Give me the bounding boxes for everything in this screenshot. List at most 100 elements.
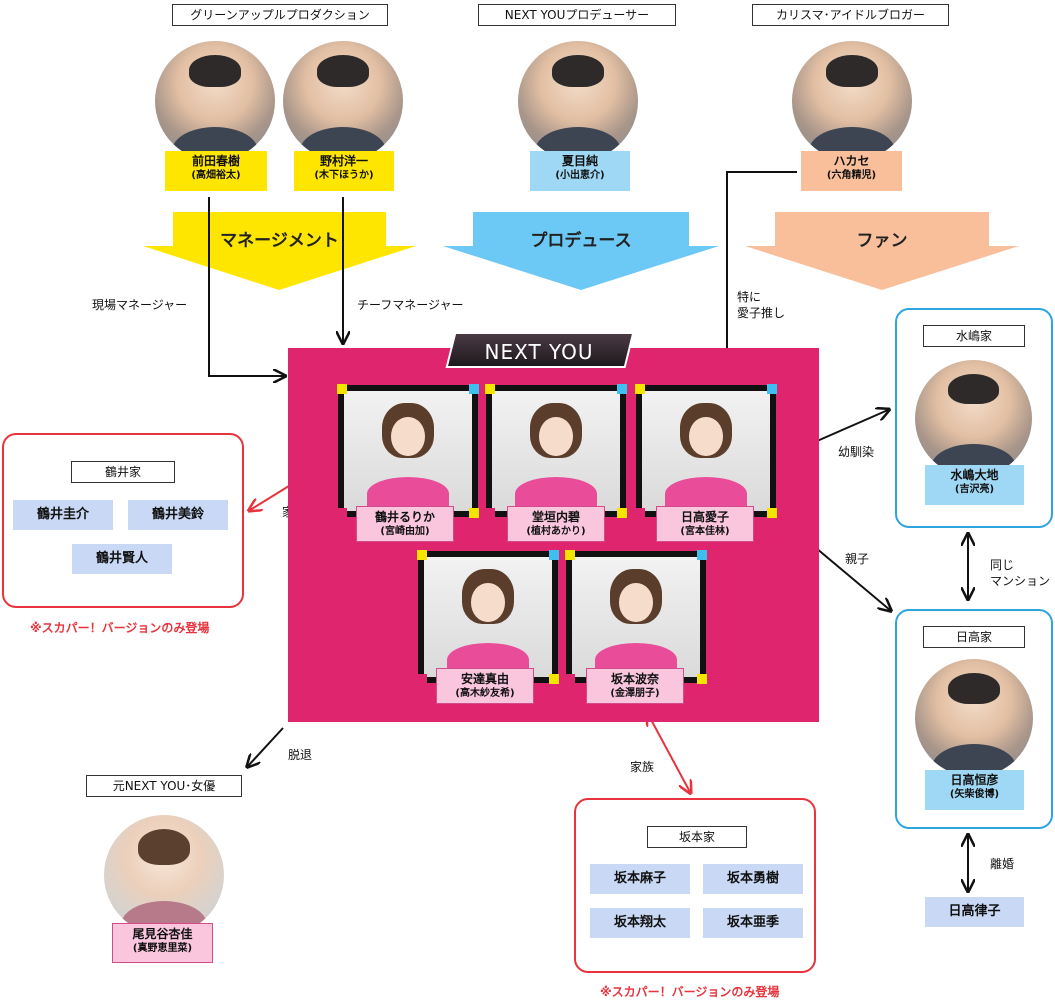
name-text: 野村洋一 [319, 154, 368, 168]
frame-corner-mark [617, 384, 627, 394]
namecard-nomura: 野村洋一 (木下ほうか) [294, 151, 394, 191]
frame-corner-mark [485, 384, 495, 394]
actor-text: (吉沢亮) [954, 484, 995, 495]
label-same-1: 同じ [990, 558, 1015, 572]
label-childhood: 幼馴染 [838, 445, 875, 459]
member-frame-mayu [417, 550, 559, 684]
member-frame-aiko [635, 384, 777, 518]
hidaka-family-box [895, 609, 1053, 829]
sakamoto-family-title: 坂本家 [647, 826, 747, 848]
line-hakase-aiko [727, 171, 797, 381]
namecard-natsume: 夏目純 (小出恵介) [530, 151, 630, 191]
actor-text: (矢柴俊博) [949, 789, 1000, 800]
sakamoto-member-aki: 坂本亜季 [703, 908, 803, 938]
actor-text: (宮崎由加) [380, 526, 430, 537]
tsurui-member-misuzu: 鶴井美鈴 [128, 500, 228, 530]
namecard-hakase: ハカセ (六角精児) [801, 151, 902, 191]
name-text: ハカセ [833, 154, 870, 168]
name-text: 夏目純 [561, 154, 598, 168]
member-card-rurika: 鶴井るりか (宮崎由加) [356, 506, 454, 542]
arrow-fan: ファン [745, 212, 1019, 290]
line-field-manager [208, 197, 284, 376]
sakamoto-family-box [574, 798, 816, 973]
namecard-omiya: 尾見谷杏佳 (真野恵里菜) [112, 923, 213, 963]
tsurui-member-keisuke: 鶴井圭介 [13, 500, 113, 530]
frame-corner-mark [469, 508, 479, 518]
frame-corner-mark [337, 384, 347, 394]
arrow-produce: プロデュース [443, 212, 719, 290]
name-text: 前田春樹 [191, 154, 240, 168]
arrow-produce-label: プロデュース [530, 231, 632, 251]
next-you-title: NEXT YOU [484, 340, 595, 364]
frame-corner-mark [617, 508, 627, 518]
photo-mizushima [915, 360, 1032, 477]
arrow-management: マネージメント [143, 212, 416, 290]
actor-text: (木下ほうか) [314, 170, 374, 181]
name-text: 堂垣内碧 [531, 510, 580, 524]
frame-corner-mark [635, 384, 645, 394]
label-family-bottom: 家族 [630, 760, 655, 774]
namecard-mizushima: 水嶋大地 (吉沢亮) [925, 465, 1024, 505]
hidaka-ritsuko: 日高律子 [925, 897, 1024, 927]
photo-hidaka [915, 659, 1033, 777]
name-text: 安達真由 [460, 672, 509, 686]
hidaka-family-title: 日高家 [923, 626, 1025, 648]
name-text: 坂本波奈 [610, 672, 659, 686]
name-text: 尾見谷杏佳 [132, 927, 193, 941]
header-green-apple: グリーンアップルプロダクション [172, 4, 388, 26]
name-text: 水嶋大地 [950, 468, 999, 482]
label-especially-2: 愛子推し [737, 306, 786, 320]
actor-text: (金澤朋子) [610, 688, 660, 699]
frame-corner-mark [565, 550, 575, 560]
tsurui-note: ※スカパー！バージョンのみ登場 [30, 621, 210, 635]
frame-corner-mark [767, 384, 777, 394]
frame-corner-mark [767, 508, 777, 518]
member-card-mayu: 安達真由 (高木紗友希) [436, 668, 534, 704]
actor-text: (高畑裕太) [191, 170, 241, 181]
actor-text: (六角精児) [826, 170, 877, 181]
mizushima-family-box [895, 308, 1053, 528]
next-you-banner: NEXT YOU [445, 332, 635, 368]
frame-corner-mark [417, 674, 427, 684]
line-retired [248, 727, 284, 766]
actor-text: (高木紗友希) [455, 688, 515, 699]
actor-text: (宮本佳林) [680, 526, 730, 537]
mizushima-family-title: 水嶋家 [923, 325, 1025, 347]
tsurui-member-kento: 鶴井賢人 [72, 544, 172, 574]
arrow-fan-shape [745, 212, 1019, 290]
arrow-management-label: マネージメント [220, 231, 339, 251]
name-text: 日高愛子 [680, 510, 729, 524]
frame-corner-mark [549, 550, 559, 560]
label-retired: 脱退 [288, 748, 313, 762]
photo-nomura [283, 41, 403, 161]
arrow-produce-shape [443, 212, 719, 290]
label-parent-child: 親子 [845, 552, 870, 566]
former-member-header: 元NEXT YOU･女優 [86, 775, 242, 797]
arrow-management-shape [143, 212, 416, 290]
frame-corner-mark [697, 674, 707, 684]
actor-text: (真野恵里菜) [132, 943, 193, 954]
frame-corner-mark [417, 550, 427, 560]
arrow-fan-label: ファン [856, 231, 908, 251]
photo-omiya [104, 815, 224, 935]
namecard-maeda: 前田春樹 (高畑裕太) [165, 151, 267, 191]
actor-text: (植村あかり) [526, 526, 586, 537]
member-card-midori: 堂垣内碧 (植村あかり) [507, 506, 605, 542]
member-card-hana: 坂本波奈 (金澤朋子) [586, 668, 684, 704]
frame-corner-mark [337, 508, 347, 518]
sakamoto-member-shota: 坂本翔太 [590, 908, 690, 938]
member-frame-hana [565, 550, 707, 684]
namecard-hidaka: 日高恒彦 (矢柴俊博) [925, 770, 1024, 810]
member-frame-rurika [337, 384, 479, 518]
photo-hakase [792, 41, 912, 161]
name-text: 日高恒彦 [950, 773, 999, 787]
label-chief-manager: チーフマネージャー [357, 298, 464, 312]
sakamoto-member-asako: 坂本麻子 [590, 864, 690, 894]
header-next-you-producer: NEXT YOUプロデューサー [478, 4, 676, 26]
tsurui-family-title: 鶴井家 [71, 461, 175, 483]
label-especially-1: 特に [737, 290, 762, 304]
member-card-aiko: 日高愛子 (宮本佳林) [656, 506, 754, 542]
label-field-manager: 現場マネージャー [92, 298, 188, 312]
actor-text: (小出恵介) [555, 170, 605, 181]
header-charisma-blogger: カリスマ･アイドルブロガー [752, 4, 949, 26]
